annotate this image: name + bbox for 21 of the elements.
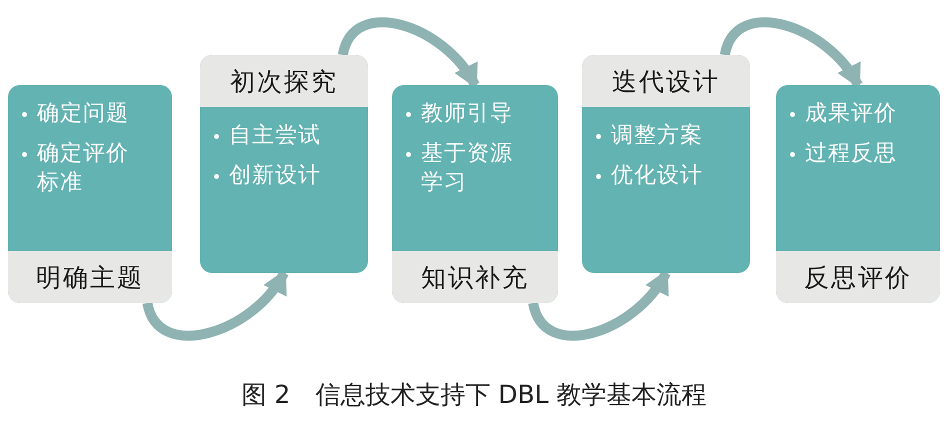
step-item: 优化设计 [611, 162, 703, 190]
step-item: 教师引导 [421, 100, 513, 128]
step-heading: 反思评价 [776, 251, 940, 303]
step-item: 确定评价标准 [37, 140, 130, 198]
step-item: 确定问题 [37, 100, 129, 128]
step-card [200, 55, 368, 273]
step-heading: 初次探究 [200, 55, 368, 107]
step-item: 基于资源学习 [421, 140, 514, 198]
step-card [8, 85, 172, 303]
step-heading: 迭代设计 [582, 55, 750, 107]
caption: 图 2 信息技术支持下 DBL 教学基本流程 [240, 379, 708, 411]
step-item: 成果评价 [805, 100, 897, 128]
step-item: 调整方案 [611, 122, 703, 150]
step-card [776, 85, 940, 303]
step-card [392, 85, 558, 303]
step-item: 创新设计 [229, 162, 321, 190]
step-item: 自主尝试 [229, 122, 321, 150]
step-heading: 明确主题 [8, 251, 172, 303]
step-item: 过程反思 [805, 140, 897, 168]
step-card [582, 55, 750, 273]
step-heading: 知识补充 [392, 251, 558, 303]
